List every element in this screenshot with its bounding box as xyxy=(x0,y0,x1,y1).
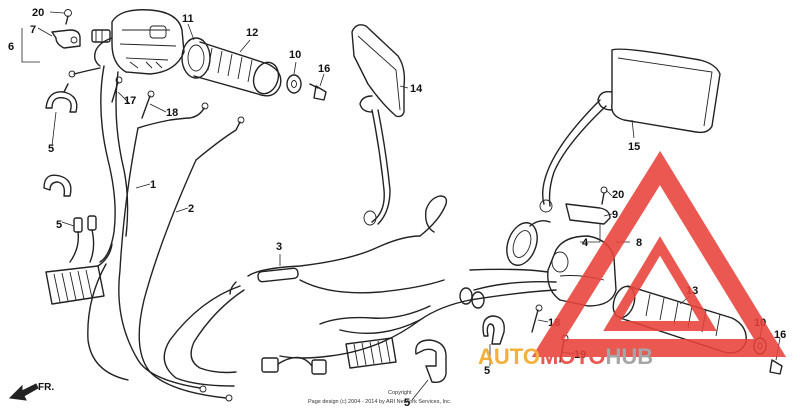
watermark-text-auto: AUTO xyxy=(478,344,540,369)
watermark-text-hub: HUB xyxy=(606,344,654,369)
bullet-connectors[interactable] xyxy=(69,215,97,263)
callout-5: 5 xyxy=(404,397,410,409)
watermark-text-moto: MOTO xyxy=(540,344,606,369)
callout-15: 15 xyxy=(628,141,640,153)
part-4-right-switch-ring[interactable] xyxy=(501,219,551,270)
part-3-cable[interactable] xyxy=(229,195,448,295)
part-16-bolt-left[interactable] xyxy=(309,83,327,101)
svg-text:AUTOMOTOHUB: AUTOMOTOHUB xyxy=(478,344,653,369)
part-20-screw[interactable] xyxy=(64,9,72,25)
callout-20: 20 xyxy=(612,189,624,201)
part-14-left-mirror[interactable] xyxy=(351,24,406,226)
left-multipin-connector[interactable] xyxy=(45,243,113,305)
callout-14: 14 xyxy=(410,83,423,95)
right-switch-wiring xyxy=(279,280,557,359)
callout-9: 9 xyxy=(612,209,618,221)
part-9-clamp[interactable] xyxy=(565,203,611,225)
callout-20: 20 xyxy=(32,7,44,19)
right-small-connectors[interactable] xyxy=(261,356,327,375)
part-12-left-grip[interactable] xyxy=(193,41,282,97)
part-10-washer-left[interactable] xyxy=(286,74,302,94)
part-17-screw[interactable] xyxy=(111,76,123,103)
callout-17: 17 xyxy=(124,95,136,107)
part-5-band-clamp-right[interactable] xyxy=(482,315,505,345)
part-18-screw-left[interactable] xyxy=(141,90,155,119)
callout-16: 16 xyxy=(318,63,330,75)
small-connector[interactable] xyxy=(91,29,111,43)
callout-16: 16 xyxy=(774,329,786,341)
part-5-band-clamp-lower[interactable] xyxy=(43,174,72,197)
front-label: FR. xyxy=(38,382,54,393)
right-multipin-connector[interactable] xyxy=(345,337,397,369)
left-switch-housing[interactable] xyxy=(93,9,185,75)
callout-3: 3 xyxy=(276,241,282,253)
left-switch-wiring xyxy=(68,65,129,263)
callout-18: 18 xyxy=(166,107,178,119)
part-15-right-mirror[interactable] xyxy=(539,48,721,213)
cable-bundle-lower xyxy=(87,263,245,387)
callout-12: 12 xyxy=(246,27,258,39)
callout-7: 7 xyxy=(30,24,36,36)
part-20-screw-right[interactable] xyxy=(600,186,608,205)
part-7-clamp[interactable] xyxy=(51,29,81,49)
callout-4: 4 xyxy=(582,237,589,249)
callout-5: 5 xyxy=(484,365,490,377)
callout-6: 6 xyxy=(8,41,14,53)
part-16-bolt-right[interactable] xyxy=(769,359,783,375)
copyright-line-1: Copyright xyxy=(388,390,412,396)
callout-8: 8 xyxy=(636,237,642,249)
front-direction-indicator: FR. xyxy=(8,382,54,401)
part-1-throttle-cable[interactable] xyxy=(118,102,209,393)
callout-1: 1 xyxy=(150,179,156,191)
copyright-notice: Copyright Page design (c) 2004 - 2014 by… xyxy=(308,390,452,405)
part-18-screw-right[interactable] xyxy=(531,304,543,333)
part-5-band-clamp-upper[interactable] xyxy=(45,83,78,113)
callout-10: 10 xyxy=(289,49,301,61)
front-arrow-icon xyxy=(8,383,39,401)
part-2-clutch-cable[interactable] xyxy=(138,116,245,402)
copyright-line-2: Page design (c) 2004 - 2014 by ARI Netwo… xyxy=(308,399,452,405)
automotohub-watermark: AUTOMOTOHUB xyxy=(478,150,787,369)
callout-5: 5 xyxy=(48,143,54,155)
callout-5: 5 xyxy=(56,219,62,231)
callout-2: 2 xyxy=(188,203,194,215)
watermark-triangle-logo-icon xyxy=(531,150,787,357)
part-5-band-clamp-center[interactable] xyxy=(415,339,447,384)
callout-11: 11 xyxy=(182,13,194,25)
